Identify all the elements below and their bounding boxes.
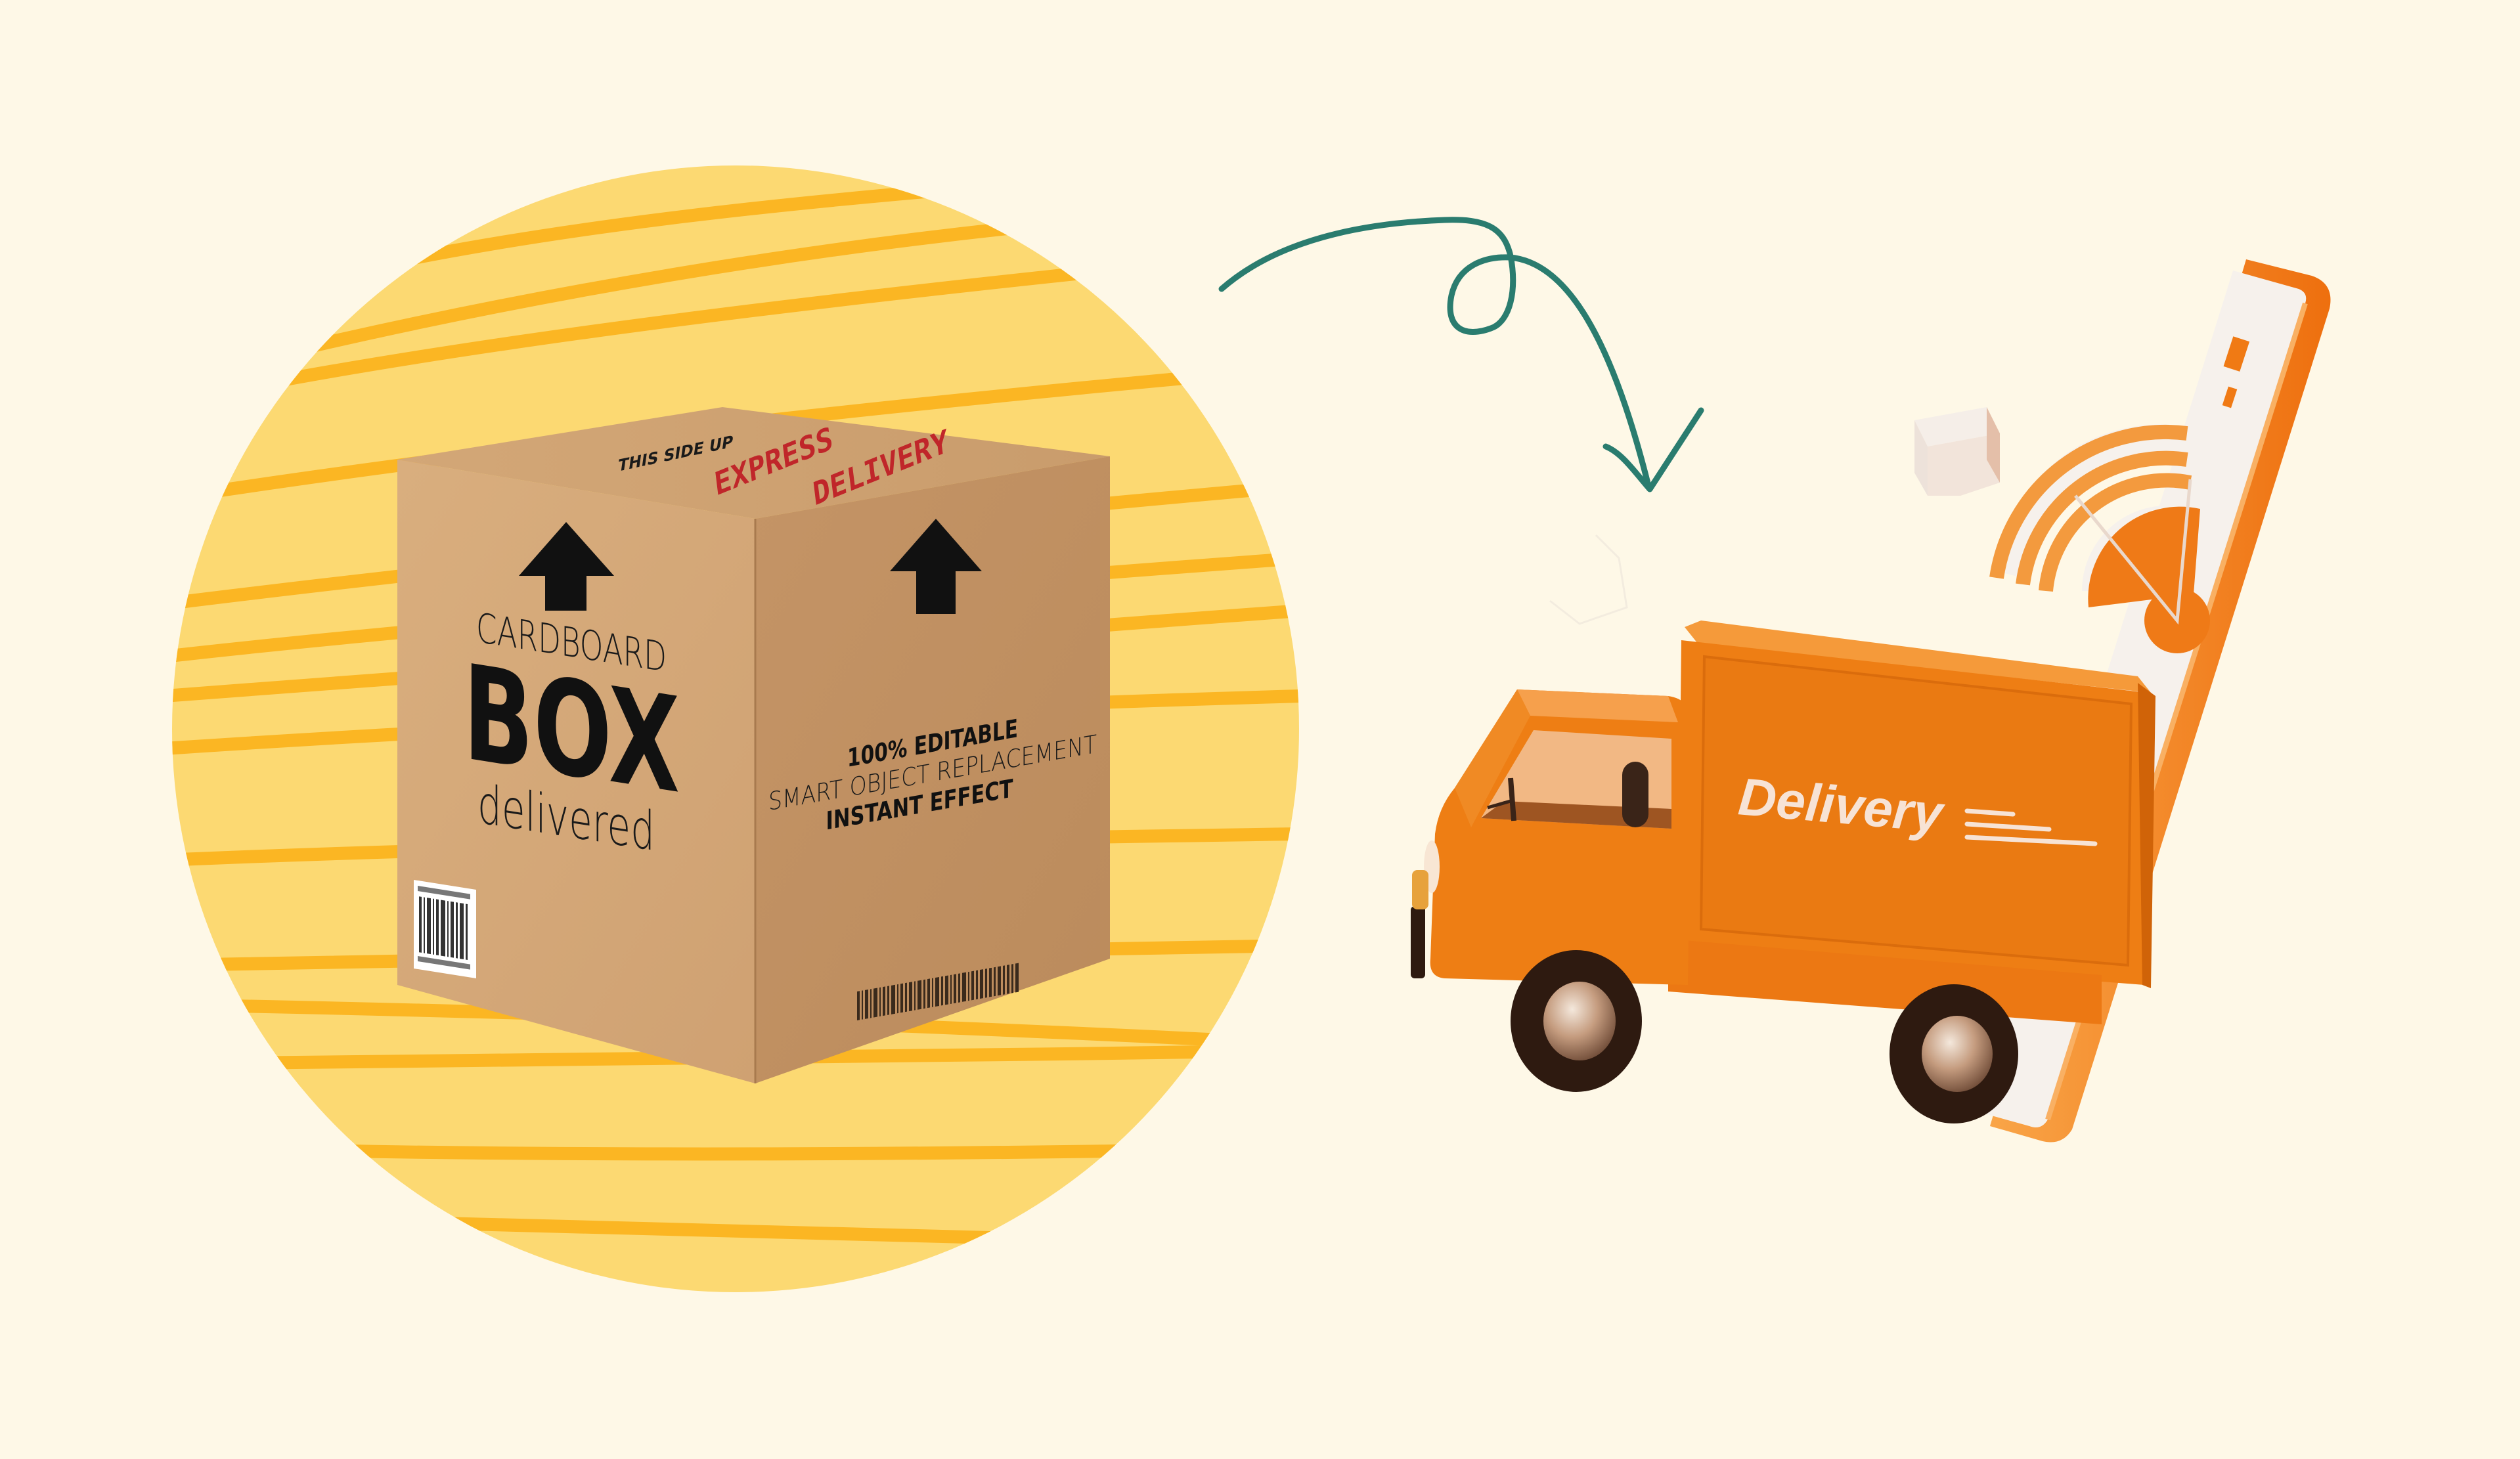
curly-arrow-icon: [1218, 217, 1704, 492]
speed-lines-icon: [1964, 808, 2098, 846]
truck-cargo-top: [1685, 621, 2151, 693]
phone-status-icons: [2222, 336, 2250, 408]
box-front-box: BOX: [463, 636, 680, 823]
box-top-face: [397, 407, 1110, 519]
up-arrow-icon: [519, 522, 614, 611]
cardboard-box: THIS SIDE UP EXPRESS DELIVERY CARDBOARD …: [397, 407, 1110, 1083]
faint-cube-outline: [1549, 534, 1628, 625]
box-front-face: [397, 460, 755, 1083]
floating-cube: [1914, 407, 2000, 496]
truck-rear-wheel: [1890, 984, 2018, 1123]
up-arrow-icon: [890, 519, 982, 614]
box-side-face: [755, 456, 1110, 1083]
barcode-icon: [414, 880, 476, 979]
truck-front-wheel: [1511, 950, 1642, 1092]
signal-waves-icon: [1989, 424, 2213, 653]
delivery-truck: Delivery: [1411, 621, 2155, 1123]
barcode-icon: [857, 963, 1019, 1020]
